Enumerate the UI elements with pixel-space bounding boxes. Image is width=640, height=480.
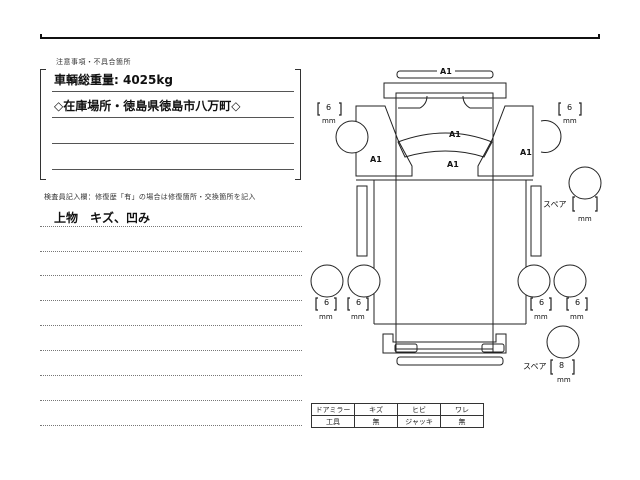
inspection-section-label: 検査員記入欄：修復歴「有」の場合は修復箇所・交換箇所を記入 bbox=[44, 193, 256, 201]
rear-step-bar bbox=[396, 356, 504, 366]
tread-front-right: 6 bbox=[567, 103, 573, 112]
notes-bracket-left bbox=[40, 69, 46, 180]
unit-label: mm bbox=[578, 215, 592, 223]
legend-cell: 無 bbox=[440, 415, 484, 428]
spare-label-2: スペア bbox=[523, 362, 547, 371]
notes-bracket-right bbox=[295, 69, 301, 180]
front-left-wheel bbox=[335, 120, 369, 154]
cargo-body-outline bbox=[395, 92, 494, 350]
legend-row: 工具 無 ジャッキ 無 bbox=[311, 415, 484, 428]
front-panel-outline bbox=[383, 82, 507, 99]
note-line-1: 車輌総重量: 4025kg bbox=[54, 73, 173, 87]
legend-row: ドアミラー キズ ヒビ ワレ bbox=[311, 403, 484, 416]
legend-cell: ドアミラー bbox=[311, 403, 355, 416]
inspection-rule bbox=[40, 325, 302, 326]
legend-table: ドアミラー キズ ヒビ ワレ 工具 無 ジャッキ 無 bbox=[311, 403, 484, 428]
legend-cell: ヒビ bbox=[397, 403, 441, 416]
tread-spare-2: 8 bbox=[559, 361, 565, 370]
inspection-entry: 上物 キズ、凹み bbox=[54, 211, 151, 225]
inspection-rule bbox=[40, 400, 302, 401]
header-rule bbox=[40, 34, 600, 39]
inspection-rule bbox=[40, 375, 302, 376]
grade-hood: A1 bbox=[447, 160, 459, 169]
grade-front-bumper: A1 bbox=[437, 67, 455, 76]
left-mirror-curve bbox=[398, 95, 428, 109]
unit-label: mm bbox=[319, 313, 333, 321]
unit-label: mm bbox=[557, 376, 571, 384]
unit-label: mm bbox=[563, 117, 577, 125]
note-rule-2 bbox=[52, 117, 294, 118]
left-side-rail bbox=[356, 185, 368, 257]
inspection-rule bbox=[40, 350, 302, 351]
unit-label: mm bbox=[570, 313, 584, 321]
note-line-2: ◇在庫場所・徳島県徳島市八万町◇ bbox=[54, 99, 241, 113]
legend-cell: ワレ bbox=[440, 403, 484, 416]
tread-front-left: 6 bbox=[326, 103, 332, 112]
inspection-rule bbox=[40, 226, 302, 227]
right-mirror-curve bbox=[462, 95, 492, 109]
left-front-fender-outline bbox=[355, 105, 413, 177]
unit-label: mm bbox=[351, 313, 365, 321]
note-rule-3 bbox=[52, 143, 294, 144]
legend-cell: キズ bbox=[354, 403, 398, 416]
grade-left-fender: A1 bbox=[370, 155, 382, 164]
rear-lamp-left bbox=[394, 343, 418, 353]
legend-cell: 工具 bbox=[311, 415, 355, 428]
rear-left-outer-wheel bbox=[310, 264, 344, 298]
front-right-wheel bbox=[540, 120, 562, 153]
legend-cell: ジャッキ bbox=[397, 415, 441, 428]
inspection-rule bbox=[40, 251, 302, 252]
tread-rear-right-outer: 6 bbox=[575, 298, 581, 307]
grade-right-fender: A1 bbox=[520, 148, 532, 157]
inspection-rule bbox=[40, 425, 302, 426]
rear-right-outer-wheel bbox=[553, 264, 587, 298]
frame-rails bbox=[395, 98, 494, 353]
tread-rear-left-outer: 6 bbox=[324, 298, 330, 307]
right-front-fender-outline bbox=[477, 105, 534, 177]
rear-bumper-frame bbox=[382, 333, 507, 354]
note-rule-1 bbox=[52, 91, 294, 92]
spare-wheel-2 bbox=[546, 325, 580, 359]
rear-lamp-right bbox=[481, 343, 505, 353]
grade-windshield: A1 bbox=[449, 130, 461, 139]
notes-section-label: 注意事項・不具合箇所 bbox=[56, 58, 131, 66]
rear-left-inner-wheel bbox=[347, 264, 381, 298]
spare-wheel-1 bbox=[568, 166, 602, 200]
tread-rear-left-inner: 6 bbox=[356, 298, 362, 307]
unit-label: mm bbox=[534, 313, 548, 321]
windshield-outline bbox=[397, 132, 493, 158]
unit-label: mm bbox=[322, 117, 336, 125]
legend-cell: 無 bbox=[354, 415, 398, 428]
tread-brackets bbox=[315, 102, 598, 375]
inspection-rule bbox=[40, 275, 302, 276]
spare-label-1: スペア bbox=[543, 200, 567, 209]
rear-right-inner-wheel bbox=[517, 264, 551, 298]
tread-rear-right-inner: 6 bbox=[539, 298, 545, 307]
right-side-rail bbox=[530, 185, 542, 257]
note-rule-4 bbox=[52, 169, 294, 170]
inspection-rule bbox=[40, 300, 302, 301]
